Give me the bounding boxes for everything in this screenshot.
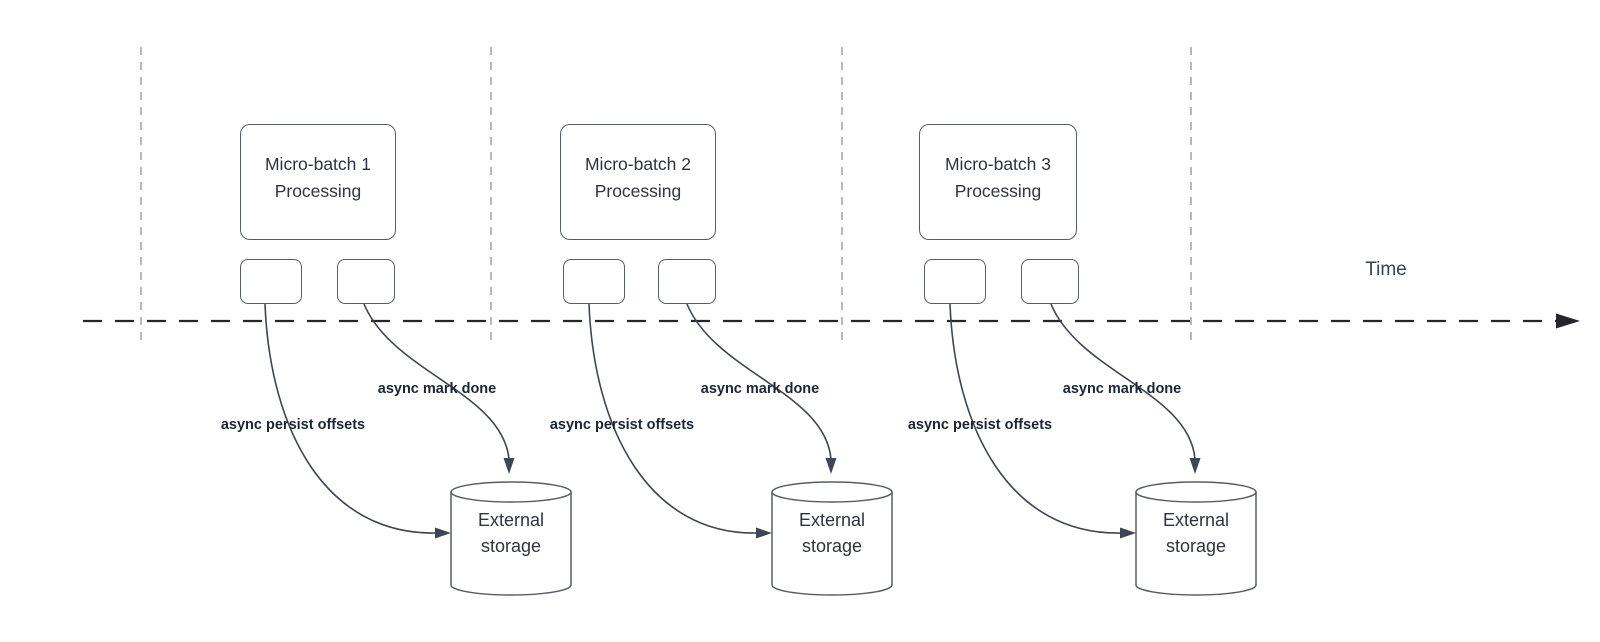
microbatch-3-processing-box: Micro-batch 3 Processing	[919, 124, 1077, 240]
mark-done-arrow-3	[1050, 303, 1196, 460]
external-storage-cylinder-2	[771, 481, 893, 596]
mark-done-task-box-1	[337, 259, 395, 304]
microbatch-1-title-line1: Micro-batch 1	[264, 154, 371, 174]
mark-done-task-box-3	[1021, 259, 1079, 304]
external-storage-label-2-line2: storage	[801, 536, 863, 556]
microbatch-2-title-line2: Processing	[594, 181, 682, 201]
persist-offsets-label-2: async persist offsets	[549, 417, 695, 433]
microbatch-2-processing-box: Micro-batch 2 Processing	[560, 124, 716, 240]
time-axis-label: Time	[1365, 259, 1407, 280]
external-storage-cylinder-1	[450, 481, 572, 596]
mark-done-arrowhead-2	[825, 458, 837, 474]
persist-offsets-label-1: async persist offsets	[220, 417, 366, 433]
persist-offsets-arrowhead-3	[1120, 527, 1136, 539]
mark-done-arrowhead-3	[1189, 458, 1201, 474]
persist-task-box-3	[924, 259, 986, 304]
external-storage-label-1-line1: External	[477, 510, 545, 530]
mark-done-label-2: async mark done	[700, 381, 820, 397]
external-storage-label-3: External storage	[1131, 507, 1261, 559]
microbatch-3-title-line2: Processing	[954, 181, 1042, 201]
mark-done-label-1: async mark done	[377, 381, 497, 397]
persist-offsets-arrow-1	[264, 303, 437, 534]
microbatch-2-title-line1: Micro-batch 2	[584, 154, 691, 174]
mark-done-arrow-1	[363, 303, 510, 460]
persist-task-box-2	[563, 259, 625, 304]
external-storage-cylinder-3	[1135, 481, 1257, 596]
microbatch-3-title-line1: Micro-batch 3	[944, 154, 1051, 174]
persist-offsets-arrow-2	[588, 303, 758, 534]
mark-done-label-3: async mark done	[1062, 381, 1182, 397]
external-storage-label-2: External storage	[767, 507, 897, 559]
persist-offsets-label-3: async persist offsets	[907, 417, 1053, 433]
external-storage-label-1-line2: storage	[480, 536, 542, 556]
persist-offsets-arrowhead-1	[435, 527, 451, 539]
mark-done-arrowhead-1	[503, 458, 515, 474]
microbatch-1-title-line2: Processing	[274, 181, 362, 201]
persist-offsets-arrow-3	[949, 303, 1122, 534]
external-storage-label-3-line1: External	[1162, 510, 1230, 530]
persist-offsets-arrowhead-2	[756, 527, 772, 539]
external-storage-label-2-line1: External	[798, 510, 866, 530]
mark-done-task-box-2	[658, 259, 716, 304]
timeline-arrowhead-icon	[1556, 313, 1580, 329]
external-storage-label-3-line2: storage	[1165, 536, 1227, 556]
mark-done-arrow-2	[686, 303, 832, 460]
microbatch-1-processing-box: Micro-batch 1 Processing	[240, 124, 396, 240]
external-storage-label-1: External storage	[446, 507, 576, 559]
persist-task-box-1	[240, 259, 302, 304]
